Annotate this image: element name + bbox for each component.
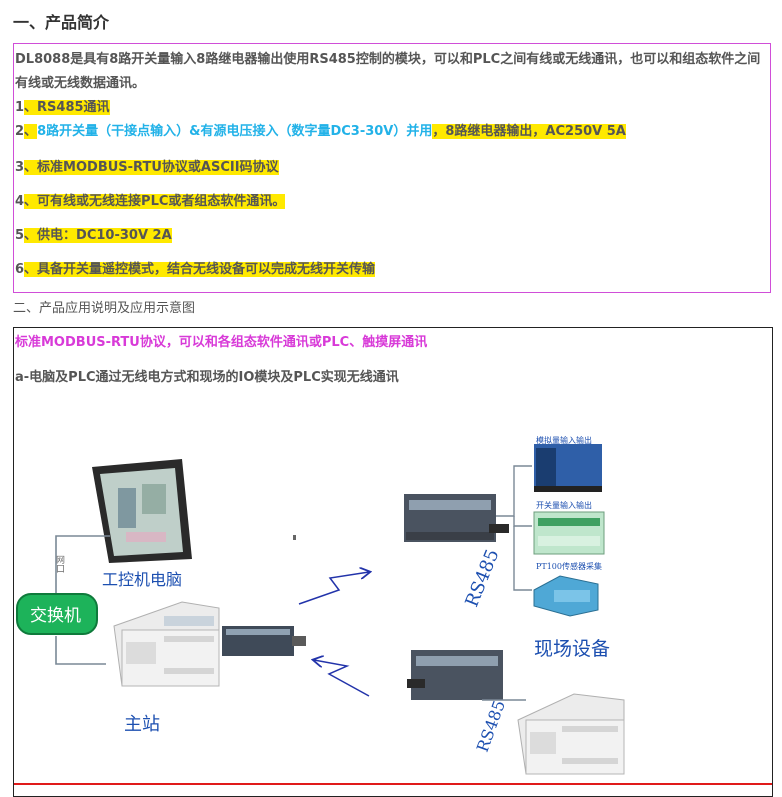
product-intro-text: DL8088是具有8路开关量输入8路继电器输出使用RS485控制的模块，可以和P…	[15, 52, 761, 91]
rs485-top-label: RS485	[461, 546, 503, 610]
application-box: 标准MODBUS-RTU协议，可以和各组态软件通讯或PLC、触摸屏通讯 a-电脑…	[13, 327, 773, 797]
master-station-label: 主站	[124, 714, 160, 735]
feature-number: 6	[15, 262, 25, 277]
slave-plc-image	[517, 693, 625, 775]
feature-text: 、供电：DC10-30V 2A	[24, 228, 172, 243]
case-a-description: a-电脑及PLC通过无线电方式和现场的IO模块及PLC实现无线通讯	[15, 370, 399, 385]
feature-item: 4、可有线或无线连接PLC或者组态软件通讯。	[15, 191, 286, 213]
feature-text: 、RS485通讯	[24, 100, 110, 115]
feature-text: 8路开关量（干接点输入）&有源电压接入（数字量DC3-30V）并用	[37, 124, 433, 139]
feature-text: 、标准MODBUS-RTU协议或ASCII码协议	[24, 160, 279, 175]
rs485-bottom-label: RS485	[473, 698, 509, 755]
digital-io-label: 开关量输入输出	[536, 500, 592, 510]
master-radio-module	[222, 626, 306, 656]
stray-mark	[293, 535, 296, 540]
feature-number: 4	[15, 194, 25, 209]
switch-label: 交换机	[30, 606, 81, 626]
feature-number: 3	[15, 160, 25, 175]
feature-number: 1	[15, 100, 25, 115]
pt100-module-image	[533, 575, 599, 617]
ipc-label: 工控机电脑	[102, 570, 182, 589]
bottom-radio-module	[407, 650, 503, 700]
analog-io-module-image	[534, 444, 602, 492]
bus-line-analog	[496, 465, 532, 517]
feature-number: 2	[15, 124, 25, 139]
master-plc-image	[113, 601, 220, 687]
feature-item: 2、8路开关量（干接点输入）&有源电压接入（数字量DC3-30V）并用，8路继电…	[15, 121, 626, 143]
network-cable	[55, 535, 110, 665]
protocol-note: 标准MODBUS-RTU协议，可以和各组态软件通讯或PLC、触摸屏通讯	[15, 335, 428, 350]
section1-title: 一、产品简介	[13, 13, 110, 32]
analog-io-label: 模拟量输入输出	[536, 435, 592, 445]
feature-item: 3、标准MODBUS-RTU协议或ASCII码协议	[15, 157, 279, 179]
section2-title: 二、产品应用说明及应用示意图	[13, 301, 196, 316]
application-diagram: 工控机电脑 网口 交换机 主站	[16, 435, 625, 775]
top-radio-module	[404, 494, 509, 542]
wireless-link-arrow-bottom	[314, 660, 370, 697]
bus-line-pt100	[513, 526, 532, 591]
feature-text: 、可有线或无线连接PLC或者组态软件通讯。	[24, 194, 286, 209]
digital-io-module-image	[533, 511, 605, 555]
wireless-link-arrow-top	[298, 572, 369, 605]
field-devices-label: 现场设备	[534, 638, 610, 660]
feature-number: 5	[15, 228, 25, 243]
feature-text: 、	[24, 124, 38, 139]
red-divider	[14, 783, 772, 785]
network-switch-icon: 交换机	[16, 593, 98, 635]
feature-text: ，8路继电器输出，AC250V 5A	[432, 124, 626, 139]
feature-item: 1、RS485通讯	[15, 97, 110, 119]
feature-item: 5、供电：DC10-30V 2A	[15, 225, 172, 247]
product-intro-box: DL8088是具有8路开关量输入8路继电器输出使用RS485控制的模块，可以和P…	[13, 43, 771, 293]
feature-text: 、具备开关量遥控模式，结合无线设备可以完成无线开关传输	[24, 262, 376, 277]
network-port-label: 网口	[54, 555, 65, 573]
bus-line-digital	[513, 516, 532, 527]
pt100-label: PT100传感器采集	[536, 561, 602, 571]
industrial-pc-image	[92, 459, 192, 563]
feature-item: 6、具备开关量遥控模式，结合无线设备可以完成无线开关传输	[15, 259, 376, 281]
